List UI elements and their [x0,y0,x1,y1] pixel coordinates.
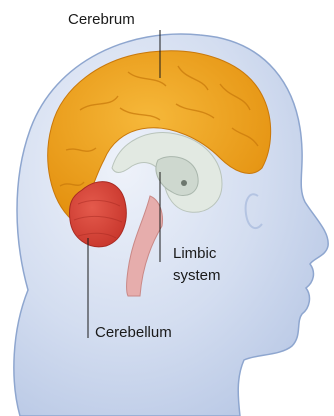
limbic-label-line-2: system [173,265,221,287]
limbic-label-line-1: Limbic [173,243,221,265]
cerebrum-label: Cerebrum [68,10,135,30]
limbic-system-label: Limbic system [173,243,221,287]
cerebellum-label: Cerebellum [95,323,172,343]
pineal-dot [181,180,187,186]
